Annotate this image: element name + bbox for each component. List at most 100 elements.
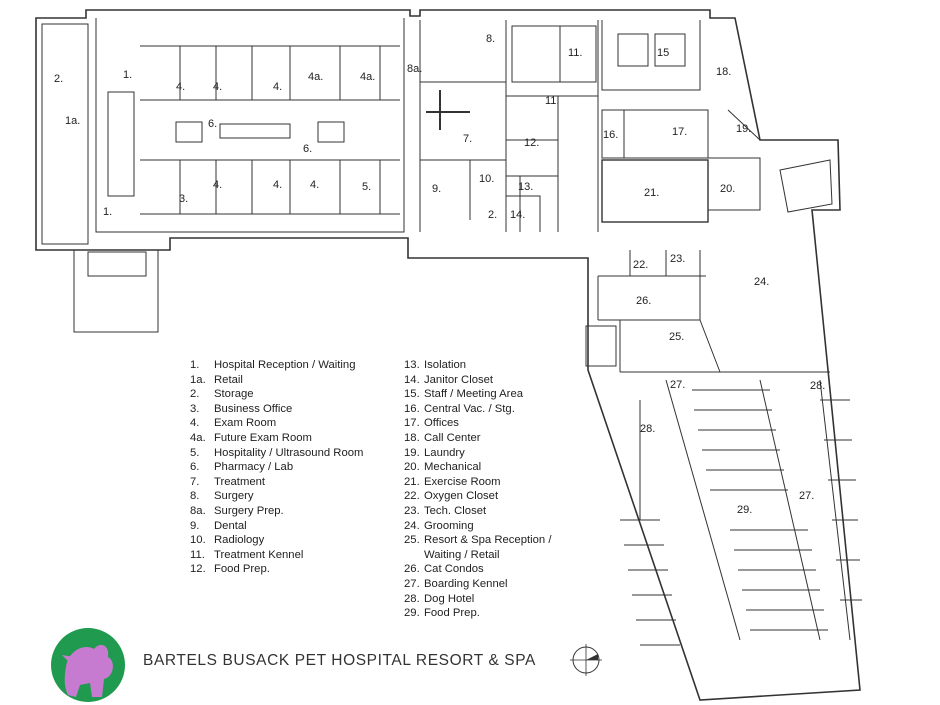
room-label-1: 1.: [103, 206, 112, 218]
legend-item-number: 22.: [404, 490, 420, 503]
room-label-14: 14.: [510, 209, 525, 221]
legend-item-number: 3.: [190, 402, 200, 415]
legend-item: 21. Exercise Room: [404, 475, 551, 490]
legend-item: 25. Resort & Spa Reception /: [404, 533, 551, 548]
legend-item-name: Storage: [214, 388, 254, 401]
legend-item: 17.Offices: [404, 416, 551, 431]
legend-item-number: 14.: [404, 373, 420, 386]
legend-item: 14. Janitor Closet: [404, 373, 551, 388]
legend-item-name: Janitor Closet: [424, 373, 494, 386]
legend-item-name: Business Office: [214, 402, 293, 415]
room-label-7: 7.: [463, 133, 472, 145]
legend-item: 18. Call Center: [404, 431, 551, 446]
legend-item: 26. Cat Condos: [404, 562, 551, 577]
legend-item-name: Future Exam Room: [214, 431, 312, 444]
legend-item-number: 29.: [404, 607, 420, 620]
legend-item: 10.Radiology: [190, 533, 363, 548]
legend-item: 19.Laundry: [404, 446, 551, 461]
room-label-19: 19.: [736, 123, 751, 135]
legend-item-number: 12.: [190, 563, 206, 576]
legend-item: 8.Surgery: [190, 489, 363, 504]
legend-item-name: Waiting / Retail: [424, 548, 500, 561]
room-label-25: 25.: [669, 331, 684, 343]
room-label-9: 9.: [432, 183, 441, 195]
room-label-1a: 1a.: [65, 115, 80, 127]
legend-item: 4. Exam Room: [190, 416, 363, 431]
pet-logo-icon: [51, 628, 125, 702]
legend-item-name: Cat Condos: [424, 563, 484, 576]
legend-item: 20. Mechanical: [404, 460, 551, 475]
room-label-10: 10.: [479, 173, 494, 185]
legend-item: 16.Central Vac. / Stg.: [404, 402, 551, 417]
legend-item-name: Tech. Closet: [424, 504, 487, 517]
legend-item-name: Isolation: [424, 359, 467, 371]
legend-item-name: Exam Room: [214, 417, 277, 430]
legend-item-name: Laundry: [424, 446, 465, 459]
legend-item-name: Food Prep.: [424, 607, 480, 620]
room-label-12: 12.: [524, 137, 539, 149]
legend-item-name: Surgery Prep.: [214, 504, 284, 517]
room-label-29: 29.: [737, 504, 752, 516]
room-label-1: 1.: [123, 69, 132, 81]
legend-item-name: Resort & Spa Reception /: [424, 534, 552, 547]
legend-item-name: Mechanical: [424, 461, 482, 474]
legend-item-name: Hospital Reception / Waiting: [214, 359, 356, 371]
legend-item-number: 18.: [404, 431, 420, 444]
legend-item-number: 4a.: [190, 431, 206, 444]
legend-item-number: 24.: [404, 519, 420, 532]
legend-item-number: 15.: [404, 388, 420, 401]
legend-item-number: 9.: [190, 519, 200, 532]
legend-item-number: 21.: [404, 475, 420, 488]
legend-item-name: Call Center: [424, 431, 481, 444]
legend-item-number: 25.: [404, 534, 420, 547]
legend-item-number: [404, 548, 424, 563]
room-label-4a: 4a.: [308, 71, 323, 83]
legend-item-name: Treatment Kennel: [214, 548, 304, 561]
room-label-8: 8.: [486, 33, 495, 45]
room-label-11: 11.: [568, 47, 582, 59]
legend-item-name: Staff / Meeting Area: [424, 388, 524, 401]
legend-item: 4a. Future Exam Room: [190, 431, 363, 446]
room-label-20: 20.: [720, 183, 735, 195]
legend-item-number: 8a.: [190, 504, 206, 517]
legend-item: 29. Food Prep.: [404, 606, 551, 621]
room-label-4: 4.: [176, 81, 185, 93]
room-label-6: 6.: [303, 143, 312, 155]
legend-item-name: Dental: [214, 519, 247, 532]
legend-item-name: Exercise Room: [424, 475, 501, 488]
legend-item-number: 6.: [190, 461, 200, 474]
room-label-5: 5.: [362, 181, 371, 193]
legend-item-number: 23.: [404, 504, 420, 517]
legend-item: 15. Staff / Meeting Area: [404, 387, 551, 402]
main-wing-outline: [35, 9, 861, 701]
legend-item: 3. Business Office: [190, 402, 363, 417]
page-title: BARTELS BUSACK PET HOSPITAL RESORT & SPA: [143, 652, 536, 669]
room-label-17: 17.: [672, 126, 687, 138]
room-label-21: 21.: [644, 187, 659, 199]
legend-item: 24. Grooming: [404, 519, 551, 534]
legend-item-number: 1a.: [190, 373, 206, 386]
room-label-27: 27.: [670, 379, 685, 391]
legend-item-number: 20.: [404, 461, 420, 474]
north-arrow-icon: [570, 644, 602, 676]
legend-item-name: Food Prep.: [214, 563, 270, 576]
legend-item-number: 26.: [404, 563, 420, 576]
legend-item-name: Grooming: [424, 519, 474, 532]
legend-item-name: Offices: [424, 417, 459, 430]
legend-item-number: 4.: [190, 417, 200, 430]
room-label-26: 26.: [636, 295, 651, 307]
legend-item-number: 5.: [190, 446, 200, 459]
legend-item: 2. Storage: [190, 387, 363, 402]
legend-item: 1a. Retail: [190, 373, 363, 388]
legend-item-name: Retail: [214, 373, 243, 386]
legend-item-name: Radiology: [214, 534, 265, 547]
room-label-27: 27.: [799, 490, 814, 502]
legend-item-number: 2.: [190, 388, 200, 401]
legend-item-number: 11.: [190, 548, 205, 561]
room-label-15: 15: [657, 47, 669, 59]
legend-item-number: 13.: [404, 359, 420, 371]
legend-item: 1.Hospital Reception / Waiting: [190, 358, 363, 373]
legend-item: 13. Isolation: [404, 358, 551, 373]
legend-item-name: Treatment: [214, 475, 266, 488]
